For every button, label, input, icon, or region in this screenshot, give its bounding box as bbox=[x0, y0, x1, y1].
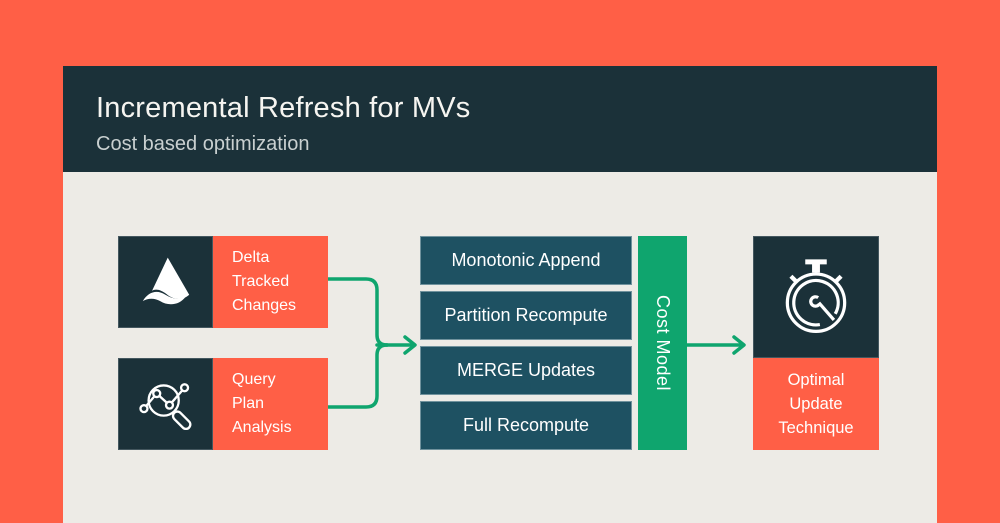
input-box-query-plan-analysis: Query Plan Analysis bbox=[118, 358, 328, 450]
output-label-text: Optimal Update Technique bbox=[778, 371, 854, 437]
strategy-stack: Monotonic Append Partition Recompute MER… bbox=[420, 236, 632, 450]
strategy-partition-recompute: Partition Recompute bbox=[420, 291, 632, 340]
strategy-monotonic-append: Monotonic Append bbox=[420, 236, 632, 285]
merge-arrowhead bbox=[403, 335, 417, 355]
cost-model-label: Cost Model bbox=[653, 294, 673, 392]
query-plan-analysis-icon bbox=[118, 358, 213, 450]
connector-arrows bbox=[326, 277, 746, 409]
stopwatch-icon bbox=[753, 236, 879, 358]
strategy-merge-updates: MERGE Updates bbox=[420, 346, 632, 395]
input-label: Delta Tracked Changes bbox=[213, 236, 328, 328]
flow-diagram: Delta Tracked Changes Query Plan Analysi… bbox=[63, 172, 937, 523]
connector-from-delta bbox=[326, 277, 389, 347]
input-label-text: Delta Tracked Changes bbox=[232, 249, 297, 314]
output-box-optimal-update-technique: Optimal Update Technique bbox=[753, 236, 879, 450]
input-label: Query Plan Analysis bbox=[213, 358, 328, 450]
cost-model-bar: Cost Model bbox=[638, 236, 687, 450]
delta-lake-icon bbox=[118, 236, 213, 328]
connector-from-query bbox=[326, 343, 389, 409]
output-arrowhead bbox=[732, 335, 746, 355]
page-title: Incremental Refresh for MVs bbox=[96, 92, 471, 124]
slide-card: Incremental Refresh for MVs Cost based o… bbox=[63, 66, 937, 523]
output-label: Optimal Update Technique bbox=[753, 358, 879, 450]
page-subtitle: Cost based optimization bbox=[96, 132, 310, 155]
input-label-text: Query Plan Analysis bbox=[232, 371, 292, 436]
strategy-full-recompute: Full Recompute bbox=[420, 401, 632, 450]
input-box-delta-tracked-changes: Delta Tracked Changes bbox=[118, 236, 328, 328]
slide-header: Incremental Refresh for MVs Cost based o… bbox=[63, 66, 937, 172]
